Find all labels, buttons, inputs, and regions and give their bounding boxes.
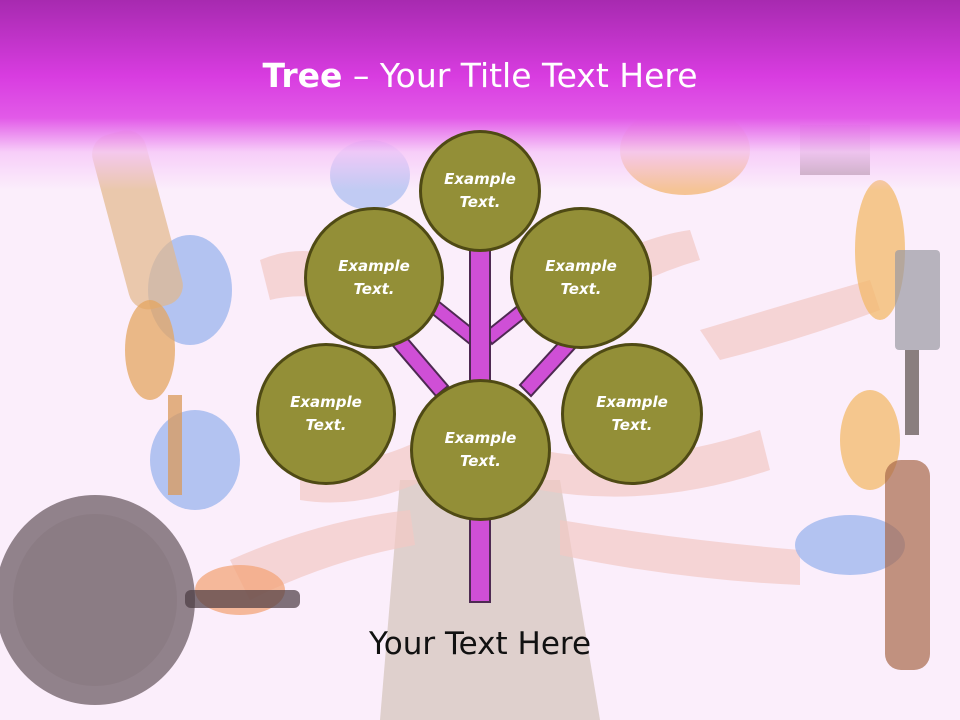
- node-text-line2: Text.: [459, 452, 501, 470]
- slide-title[interactable]: Tree – Your Title Text Here: [0, 52, 960, 100]
- title-bold-part: Tree: [262, 56, 343, 95]
- node-text-line1: Example: [444, 170, 516, 188]
- node-text-line2: Text.: [611, 416, 653, 434]
- node-text-line2: Text.: [459, 193, 501, 211]
- node-text-line2: Text.: [560, 280, 602, 298]
- tree-node-upper-left[interactable]: Example Text.: [304, 207, 444, 349]
- tree-node-lower-right[interactable]: Example Text.: [561, 343, 703, 485]
- node-text-line1: Example: [338, 257, 410, 275]
- footer-text[interactable]: Your Text Here: [368, 626, 592, 662]
- node-text-line1: Example: [444, 429, 517, 447]
- tree-node-lower-left[interactable]: Example Text.: [256, 343, 396, 485]
- node-text-line2: Text.: [305, 416, 347, 434]
- tree-node-top[interactable]: Example Text.: [419, 130, 541, 252]
- tree-node-upper-right[interactable]: Example Text.: [510, 207, 652, 349]
- node-text-line1: Example: [545, 257, 617, 275]
- node-text-line1: Example: [596, 393, 668, 411]
- title-rest-part: – Your Title Text Here: [342, 56, 698, 95]
- node-text-line1: Example: [290, 393, 362, 411]
- node-text-line2: Text.: [353, 280, 395, 298]
- tree-node-center[interactable]: Example Text.: [410, 379, 551, 521]
